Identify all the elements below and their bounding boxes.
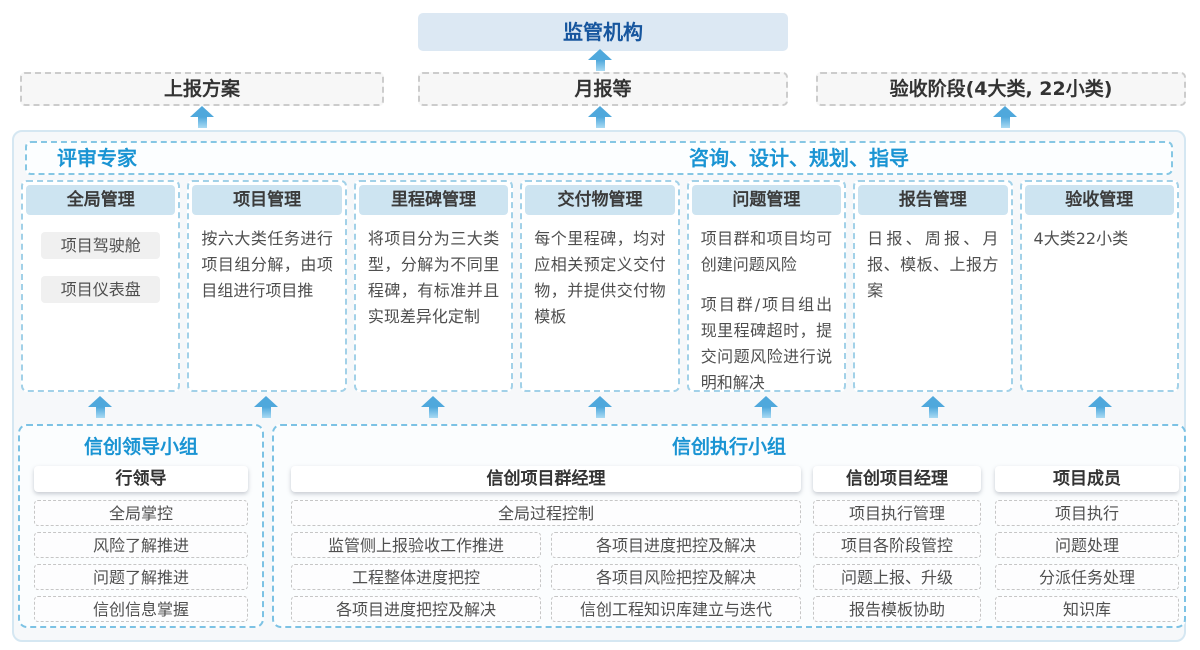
list-item: 分派任务处理 — [995, 564, 1179, 590]
group-title: 信创领导小组 — [83, 436, 198, 458]
arrow-stem — [1095, 407, 1105, 418]
list-item: 项目执行管理 — [813, 500, 981, 526]
role-project-member: 项目成员 — [995, 466, 1179, 492]
role-program-manager: 信创项目群经理 — [291, 466, 801, 492]
arrow-head — [754, 396, 778, 407]
arrow-stem — [95, 407, 105, 418]
list-item: 项目驾驶舱 — [41, 232, 161, 259]
column-global-management: 全局管理 项目驾驶舱 项目仪表盘 — [21, 180, 181, 392]
list-item: 项目仪表盘 — [41, 276, 161, 303]
list-item: 各项目进度把控及解决 — [291, 596, 541, 622]
up-arrow-icon — [993, 106, 1017, 128]
arrow-head — [190, 106, 214, 117]
arrow-stem — [428, 407, 438, 418]
column-description: 将项目分为三大类型，分解为不同里程碑，有标准并且实现差异化定制 — [367, 229, 500, 326]
column-header: 交付物管理 — [525, 185, 675, 215]
arrow-stem — [595, 60, 605, 71]
up-arrow-icon — [588, 106, 612, 128]
arrow-head — [588, 106, 612, 117]
arrow-stem — [761, 407, 771, 418]
column-project-management: 项目管理 按六大类任务进行项目组分解，由项目组进行项目推 — [187, 180, 347, 392]
arrow-head — [254, 396, 278, 407]
arrow-head — [588, 396, 612, 407]
list-item: 知识库 — [995, 596, 1179, 622]
arrow-stem — [1000, 117, 1010, 128]
arrow-stem — [197, 117, 207, 128]
up-arrow-icon — [88, 396, 112, 418]
column-header: 验收管理 — [1024, 185, 1174, 215]
up-arrow-icon — [421, 396, 445, 418]
list-item: 问题处理 — [995, 532, 1179, 558]
list-item: 全局掌控 — [34, 500, 248, 526]
list-item: 风险了解推进 — [34, 532, 248, 558]
list-item: 项目各阶段管控 — [813, 532, 981, 558]
regulator-box: 监管机构 — [418, 13, 788, 51]
up-arrow-icon — [921, 396, 945, 418]
arrow-stem — [595, 407, 605, 418]
grid-right-column: 各项目进度把控及解决 各项目风险把控及解决 信创工程知识库建立与迭代 — [551, 526, 801, 622]
up-arrow-icon — [588, 396, 612, 418]
list-item: 工程整体进度把控 — [291, 564, 541, 590]
list-item: 各项目风险把控及解决 — [551, 564, 801, 590]
column-header: 里程碑管理 — [358, 185, 509, 215]
project-manager-column: 信创项目经理 项目执行管理 项目各阶段管控 问题上报、升级 报告模板协助 — [813, 466, 981, 622]
list-item: 项目执行 — [995, 500, 1179, 526]
acceptance-stage-box: 验收阶段(4大类, 22小类) — [816, 72, 1186, 106]
list-item: 问题了解推进 — [34, 564, 248, 590]
list-item: 各项目进度把控及解决 — [551, 532, 801, 558]
up-arrow-icon — [254, 396, 278, 418]
advisor-band: 评审专家 咨询、设计、规划、指导 — [25, 141, 1173, 175]
arrow-head — [588, 49, 612, 60]
column-milestone-management: 里程碑管理 将项目分为三大类型，分解为不同里程碑，有标准并且实现差异化定制 — [353, 180, 514, 392]
up-arrow-icon — [190, 106, 214, 128]
column-header: 报告管理 — [858, 185, 1008, 215]
list-item: 信创信息掌握 — [34, 596, 248, 622]
management-columns: 全局管理 项目驾驶舱 项目仪表盘 项目管理 按六大类任务进行项目组分解，由项目组… — [21, 180, 1179, 392]
program-manager-column: 信创项目群经理 全局过程控制 监管侧上报验收工作推进 工程整体进度把控 各项目进… — [291, 466, 801, 622]
up-arrow-icon — [1088, 396, 1112, 418]
column-header: 项目管理 — [192, 185, 342, 215]
grid-left-column: 监管侧上报验收工作推进 工程整体进度把控 各项目进度把控及解决 — [291, 526, 541, 622]
column-issue-management: 问题管理 项目群和项目均可创建问题风险 项目群/项目组出现里程碑超时，提交问题风… — [686, 180, 847, 392]
arrow-head — [88, 396, 112, 407]
arrow-head — [993, 106, 1017, 117]
role-project-manager: 信创项目经理 — [813, 466, 981, 492]
group-title: 信创执行小组 — [671, 436, 786, 458]
column-header: 全局管理 — [26, 185, 176, 215]
up-arrow-icon — [588, 49, 612, 71]
list-item: 问题上报、升级 — [813, 564, 981, 590]
arrow-stem — [261, 407, 271, 418]
execution-subcolumns: 信创项目群经理 全局过程控制 监管侧上报验收工作推进 工程整体进度把控 各项目进… — [274, 466, 1184, 628]
arrow-stem — [928, 407, 938, 418]
consulting-design-label: 咨询、设计、规划、指导 — [689, 146, 909, 170]
arrow-stem — [595, 117, 605, 128]
report-plan-box: 上报方案 — [20, 72, 384, 106]
role-bank-leader: 行领导 — [34, 466, 248, 492]
column-deliverable-management: 交付物管理 每个里程碑，均对应相关预定义交付物，并提供交付物模板 — [520, 180, 680, 392]
project-member-column: 项目成员 项目执行 问题处理 分派任务处理 知识库 — [995, 466, 1179, 622]
review-experts-label: 评审专家 — [57, 146, 137, 170]
arrow-head — [421, 396, 445, 407]
column-description: 4大类22小类 — [1033, 229, 1129, 248]
column-description: 按六大类任务进行项目组分解，由项目组进行项目推 — [201, 229, 333, 300]
column-description: 项目群/项目组出现里程碑超时，提交问题风险进行说明和解决 — [700, 295, 833, 392]
arrow-head — [1088, 396, 1112, 407]
column-report-management: 报告管理 日报、周报、月报、模板、上报方案 — [853, 180, 1013, 392]
list-item: 全局过程控制 — [291, 500, 801, 526]
arrow-head — [921, 396, 945, 407]
up-arrow-icon — [754, 396, 778, 418]
column-description: 项目群和项目均可创建问题风险 — [700, 229, 833, 274]
column-description: 每个里程碑，均对应相关预定义交付物，并提供交付物模板 — [534, 229, 666, 326]
list-item: 信创工程知识库建立与迭代 — [551, 596, 801, 622]
platform-container: 评审专家 咨询、设计、规划、指导 全局管理 项目驾驶舱 项目仪表盘 项目管理 按… — [12, 130, 1186, 642]
leadership-group: 信创领导小组 行领导 全局掌控 风险了解推进 问题了解推进 信创信息掌握 — [18, 424, 264, 628]
program-manager-grid: 监管侧上报验收工作推进 工程整体进度把控 各项目进度把控及解决 各项目进度把控及… — [291, 526, 801, 622]
list-item: 监管侧上报验收工作推进 — [291, 532, 541, 558]
column-acceptance-management: 验收管理 4大类22小类 — [1019, 180, 1179, 392]
execution-group: 信创执行小组 信创项目群经理 全局过程控制 监管侧上报验收工作推进 工程整体进度… — [272, 424, 1186, 628]
monthly-report-box: 月报等 — [418, 72, 788, 106]
list-item: 报告模板协助 — [813, 596, 981, 622]
column-header: 问题管理 — [691, 185, 842, 215]
column-description: 日报、周报、月报、模板、上报方案 — [867, 229, 999, 300]
